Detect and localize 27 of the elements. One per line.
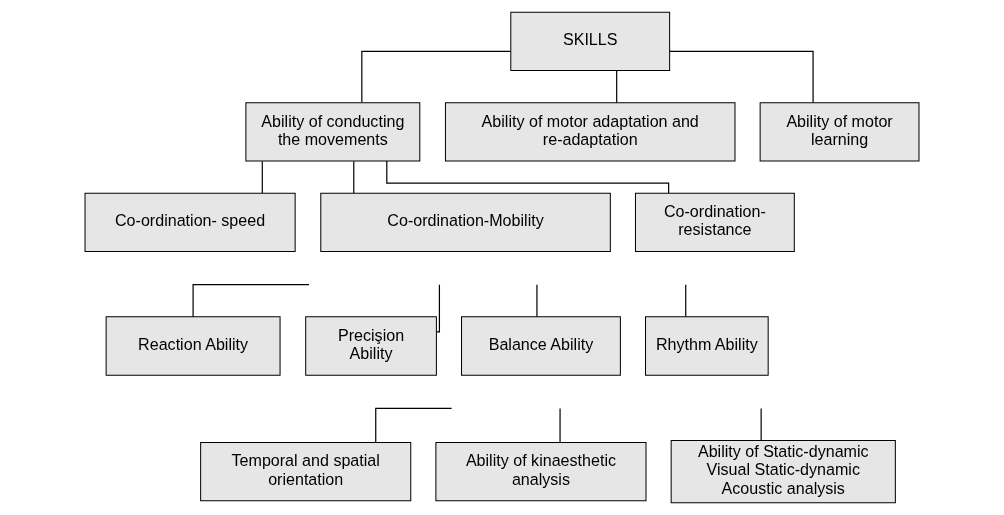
connector bbox=[559, 407, 561, 443]
connector bbox=[435, 284, 441, 333]
connector bbox=[353, 160, 355, 194]
node-box: Co-ordination-Mobility bbox=[320, 192, 611, 252]
node-box: Ability of motor adaptation and re-adaptation bbox=[444, 102, 736, 162]
node-box: Ability of motor learning bbox=[759, 102, 920, 162]
node-box: Reaction Ability bbox=[105, 316, 281, 376]
node-box: Co-ordination- speed bbox=[84, 192, 296, 252]
node-box: Temporal and spatial orientation bbox=[200, 442, 412, 502]
connector bbox=[536, 284, 538, 318]
connector bbox=[616, 70, 618, 104]
connector bbox=[386, 160, 670, 194]
connector bbox=[760, 407, 762, 441]
node-box: Rhythm Ability bbox=[645, 316, 769, 376]
connector bbox=[192, 284, 310, 318]
connector bbox=[261, 160, 263, 194]
connector bbox=[669, 50, 814, 103]
node-box: Ability of kinaesthetic analysis bbox=[435, 442, 647, 502]
connector bbox=[375, 407, 453, 443]
node-box: Balance Ability bbox=[461, 316, 621, 376]
node-box: Ability of Static-dynamic Visual Static-dynamic Acoustic analysis bbox=[670, 439, 896, 504]
node-box: Co-ordination- resistance bbox=[634, 192, 795, 252]
node-box: Ability of conducting the movements bbox=[245, 102, 421, 162]
node-box: Precişion Ability bbox=[305, 316, 437, 376]
node-box: SKILLS bbox=[510, 11, 671, 71]
connector bbox=[361, 50, 512, 103]
connector bbox=[685, 284, 687, 318]
